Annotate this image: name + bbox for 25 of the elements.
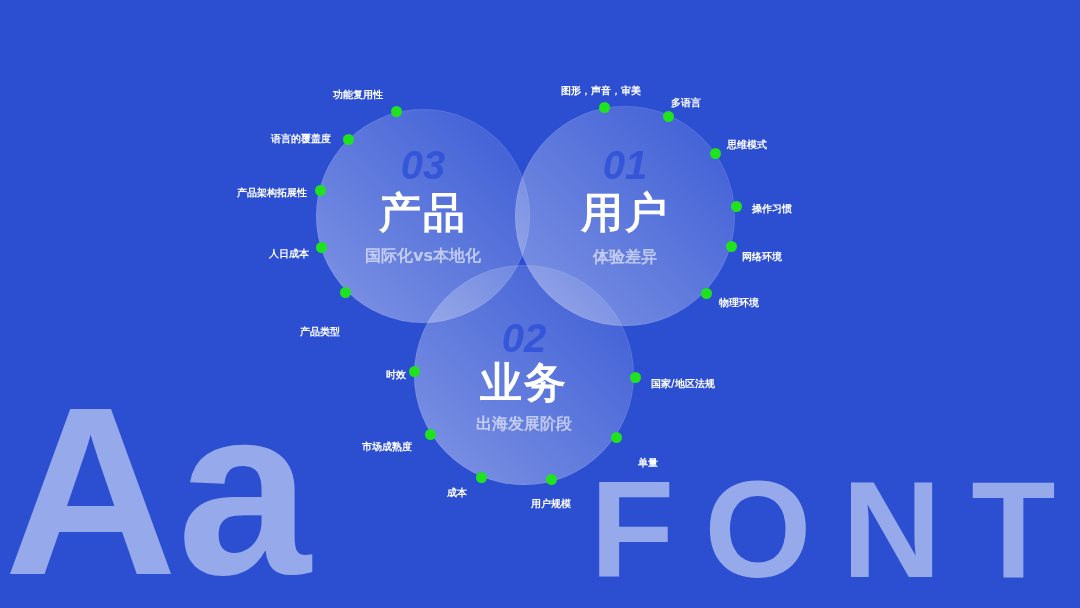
factor-label: 时效	[386, 368, 406, 380]
factor-label: 产品架构拓展性	[237, 186, 307, 198]
factor-label: 人日成本	[269, 247, 309, 259]
factor-label: 用户规模	[531, 497, 571, 509]
factor-label: 产品类型	[300, 325, 340, 337]
factor-label: 图形，声音，审美	[561, 84, 641, 96]
factor-label: 操作习惯	[752, 202, 792, 214]
factor-label: 物理环境	[719, 296, 759, 308]
section-subtitle: 国际化vs本地化	[365, 247, 481, 265]
background-lettering: Aa	[4, 398, 311, 586]
background-lettering: FONT	[590, 476, 1080, 584]
factor-label: 成本	[447, 486, 467, 498]
factor-label: 国家/地区法规	[651, 377, 715, 389]
factor-label: 功能复用性	[333, 88, 383, 100]
section-subtitle: 体验差异	[593, 248, 657, 266]
section-title: 业务	[480, 360, 568, 406]
factor-label: 语言的覆盖度	[271, 132, 331, 144]
factor-label: 网络环境	[742, 250, 782, 262]
factor-label: 思维模式	[727, 138, 767, 150]
section-title: 用户	[581, 190, 669, 236]
section-subtitle: 出海发展阶段	[476, 415, 572, 433]
factor-label: 单量	[638, 456, 658, 468]
factor-label: 多语言	[671, 96, 701, 108]
factor-label: 市场成熟度	[362, 440, 412, 452]
section-title: 产品	[379, 190, 467, 236]
